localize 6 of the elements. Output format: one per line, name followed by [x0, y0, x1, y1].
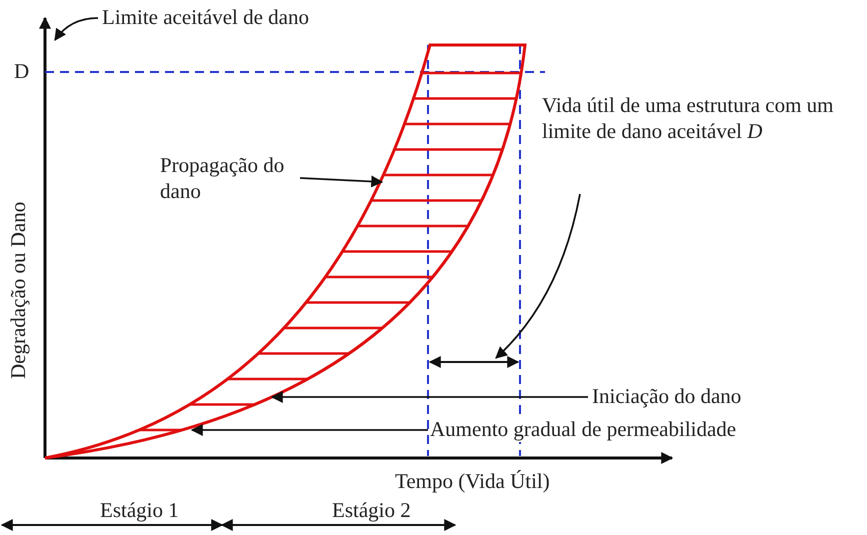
leader-arrow: [300, 175, 384, 188]
axis-title: Tempo (Vida Útil): [395, 468, 550, 494]
leader-arrow: [54, 17, 98, 41]
leader-arrow: [270, 391, 588, 403]
leader-arrow: [495, 194, 581, 359]
leader-arrow: [190, 424, 428, 436]
